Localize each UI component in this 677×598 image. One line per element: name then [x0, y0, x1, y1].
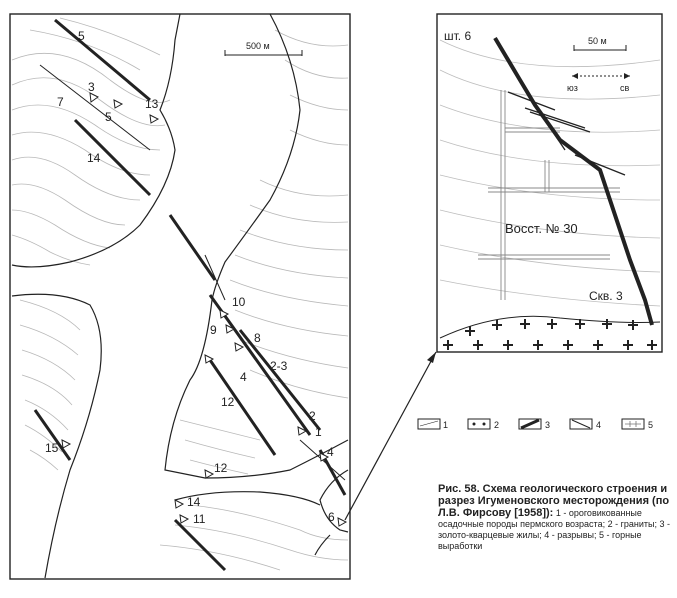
geologic-map: 500 м 5 3 7 5 13 14 10 9 8 2-3 4 12 2 1 …	[9, 13, 351, 580]
section-vein	[493, 36, 654, 326]
map-label: 4	[240, 370, 247, 384]
map-label: 12	[214, 461, 228, 475]
section-scale-label: 50 м	[588, 36, 607, 46]
map-scale-bar: 500 м	[224, 41, 303, 56]
legend-item-3: 3	[518, 418, 550, 430]
map-labels: 5 3 7 5 13 14 10 9 8 2-3 4 12 2 1 4 15 1…	[45, 29, 335, 526]
map-label: 8	[254, 331, 261, 345]
map-label: 13	[145, 97, 159, 111]
legend-item-1: 1	[417, 418, 448, 430]
legend-key: 1	[443, 420, 448, 430]
map-label: 1	[315, 425, 322, 439]
caption-text: 1 - ороговикованные осадочные породы пер…	[438, 508, 670, 551]
workings-label: Восст. № 30	[505, 221, 578, 236]
map-label: 12	[221, 395, 235, 409]
granite-icon	[467, 418, 491, 430]
dir-sw-label: юз	[567, 83, 578, 93]
map-scale-label: 500 м	[246, 41, 270, 51]
map-label: 7	[57, 95, 64, 109]
map-label: 11	[193, 512, 206, 526]
section-scale-bar: 50 м	[573, 36, 627, 51]
borehole-label: Скв. 3	[589, 289, 623, 303]
legend-item-2: 2	[467, 418, 499, 430]
map-label: 15	[45, 441, 59, 455]
figure-caption: Рис. 58. Схема геологического строения и…	[438, 483, 670, 552]
map-label: 14	[87, 151, 101, 165]
map-label: 3	[88, 80, 95, 94]
section-workings	[478, 90, 620, 300]
map-label: 4	[327, 445, 334, 459]
sediment-icon	[417, 418, 441, 430]
geologic-section: 50 м юз св шт. 6 Восст. № 30 Скв. 3	[436, 13, 663, 353]
map-label: 9	[210, 323, 217, 337]
section-contours	[439, 39, 661, 307]
granite-crosses	[443, 319, 657, 350]
legend-key: 4	[596, 420, 601, 430]
legend-item-4: 4	[569, 418, 601, 430]
map-label: 2	[309, 409, 316, 423]
caption-title: Рис. 58. Схема геологического строения и…	[438, 483, 670, 519]
section-faults	[507, 91, 626, 176]
legend-item-5: 5	[621, 418, 653, 430]
map-label: 5	[105, 110, 112, 124]
map-label: 5	[78, 29, 85, 43]
map-contours	[11, 17, 349, 571]
quartz-veins	[33, 18, 347, 572]
adit-label: шт. 6	[444, 29, 471, 43]
map-label: 10	[232, 295, 246, 309]
legend: 1 2 3 4 5	[417, 418, 653, 430]
leader-arrow	[344, 351, 437, 521]
legend-key: 5	[648, 420, 653, 430]
legend-key: 3	[545, 420, 550, 430]
dir-ne-label: св	[620, 83, 630, 93]
mine-workings	[61, 92, 348, 527]
map-label: 2-3	[270, 359, 288, 373]
map-label: 14	[187, 495, 201, 509]
legend-key: 2	[494, 420, 499, 430]
map-label: 6	[328, 510, 335, 524]
direction-arrow: юз св	[567, 73, 630, 93]
